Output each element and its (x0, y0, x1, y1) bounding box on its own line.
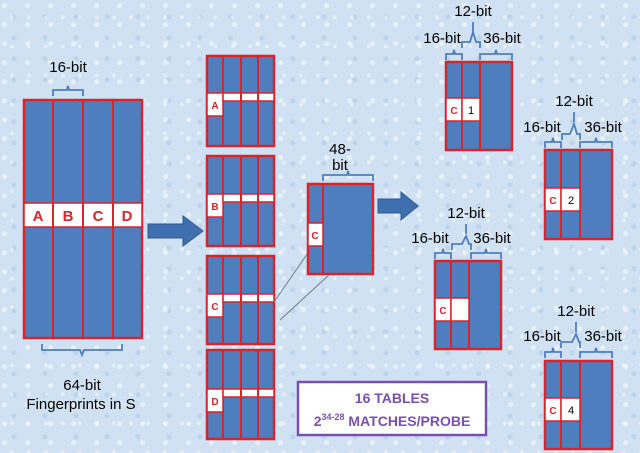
sub-index-label: 4 (568, 405, 574, 417)
sub-table-left-label: 16-bit (423, 30, 461, 47)
table-key-label: A (211, 101, 218, 112)
table-mark-row (222, 92, 275, 102)
sub-index-cell (560, 397, 581, 422)
table-key-cell (206, 92, 224, 117)
summary-tables-count: 16 TABLES (355, 390, 429, 406)
sub-key-label: C (450, 106, 457, 117)
zoom-key-label: C (311, 231, 318, 242)
permuted-table-d: D (205, 348, 276, 441)
sub-table-top-label: 12-bit (555, 93, 593, 110)
zoom-width-brace (322, 170, 374, 181)
sub-table-top-label: 12-bit (454, 3, 492, 20)
table-mark-row (222, 293, 275, 303)
fingerprint-width-label: 64-bit (63, 377, 101, 394)
segment-label-b: B (63, 208, 74, 225)
zoom-width-label-top: 48- (329, 141, 351, 158)
sub-table-right-label: 36-bit (473, 230, 511, 247)
segment-label-a: A (33, 208, 44, 225)
table-mark-row (222, 388, 275, 398)
sub-table-left-label: 16-bit (523, 119, 561, 136)
table-key-label: C (211, 302, 218, 313)
zoom-line (273, 249, 311, 303)
right-arrow-icon (147, 215, 204, 247)
sub-table-right-label: 36-bit (483, 30, 521, 47)
sub-table-right-label: 36-bit (584, 328, 622, 345)
segment-label-c: C (93, 208, 104, 225)
permuted-table-c: C (205, 254, 276, 346)
table-key-cell (206, 388, 224, 413)
sub-key-label: C (549, 406, 556, 417)
table-key-cell (206, 193, 224, 218)
sub-key-label: C (549, 196, 556, 207)
sub-index-cell (560, 187, 581, 212)
permuted-table-a: A (205, 54, 276, 148)
sub-table-2: 12-bit 16-bit 36-bit C 2 (523, 93, 623, 241)
sub-key-label: C (439, 306, 446, 317)
zoom-table: 48- bit C (306, 141, 375, 276)
sub-table-top-label: 12-bit (557, 303, 595, 320)
summary-box: 16 TABLES 234-28 MATCHES/PROBE (296, 380, 488, 437)
sub-index-label: 1 (468, 105, 474, 117)
sub-table-left-label: 16-bit (411, 230, 449, 247)
summary-matches-per-probe: 234-28 MATCHES/PROBE (314, 412, 471, 429)
right-arrow-icon (377, 190, 419, 222)
segment-width-brace (52, 85, 84, 96)
fingerprint-width-brace (41, 344, 123, 358)
zoom-width-label-bottom: bit (332, 157, 349, 174)
segment-width-label: 16-bit (49, 59, 87, 76)
table-key-label: B (211, 202, 218, 213)
table-key-cell (206, 293, 224, 318)
sub-table-1: 12-bit 16-bit 36-bit C 1 (423, 3, 522, 152)
sub-table-left-label: 16-bit (523, 328, 561, 345)
table-mark-row (222, 193, 275, 203)
sub-index-cell (461, 97, 481, 122)
zoom-line (279, 273, 331, 321)
sub-table-4: 12-bit 16-bit 36-bit C 4 (523, 303, 623, 451)
sub-index-cell (450, 297, 470, 322)
segment-label-d: D (122, 208, 133, 225)
sub-index-label: 2 (568, 195, 574, 207)
permuted-table-b: B (205, 154, 276, 248)
fingerprint-block: A B C D 16-bit 64-bit Fingerprints in S (22, 59, 144, 413)
table-key-label: D (211, 397, 218, 408)
sub-table-3: 12-bit 16-bit 36-bit C (411, 205, 512, 351)
fingerprint-caption: Fingerprints in S (26, 396, 135, 413)
sub-table-top-label: 12-bit (447, 205, 485, 222)
sub-table-right-label: 36-bit (584, 119, 622, 136)
zoom-key-cell (307, 222, 324, 247)
